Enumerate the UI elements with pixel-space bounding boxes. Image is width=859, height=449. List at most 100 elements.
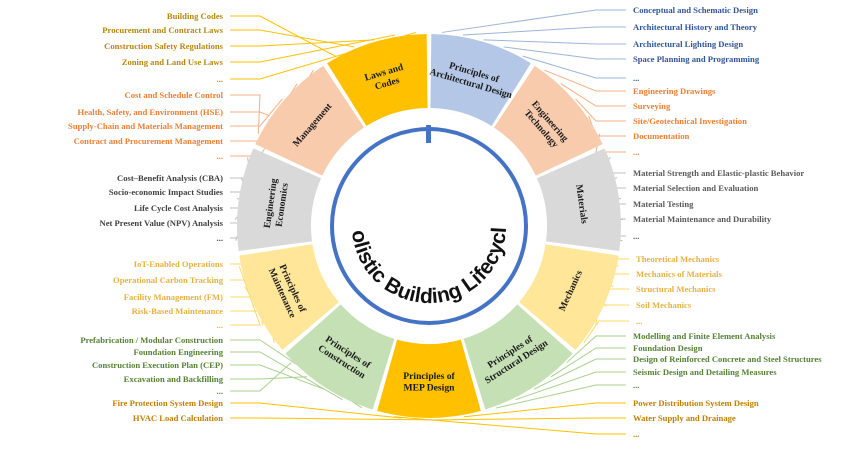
topic-structural-design-2: Design of Reinforced Concrete and Steel … (633, 354, 822, 364)
topic-laws-codes-4: ... (217, 74, 223, 84)
topic-engineering-technology-2: Site/Geotechnical Investigation (633, 116, 747, 126)
connector-construction-3 (230, 376, 307, 380)
connector-mep-design-1 (428, 417, 626, 421)
topic-engineering-economics-2: Life Cycle Cost Analysis (134, 203, 224, 213)
topic-management-4: ... (217, 151, 223, 161)
topic-engineering-economics-1: Socio-economic Impact Studies (109, 187, 224, 197)
segment-construction (285, 304, 395, 410)
topic-mechanics-2: Structural Mechanics (636, 284, 716, 294)
segment-architectural-design (430, 34, 531, 126)
topic-engineering-technology-1: Surveying (633, 101, 671, 111)
topic-architectural-design-4: ... (633, 73, 639, 83)
topic-mep-design-1: Water Supply and Drainage (633, 413, 736, 423)
connector-architectural-design-3 (503, 46, 626, 60)
connector-mep-design-0 (464, 402, 626, 418)
connector-laws-codes-0 (230, 15, 336, 57)
segment-maintenance (239, 244, 339, 350)
connector-construction-1 (230, 351, 343, 401)
topic-mep-left-1: HVAC Load Calculation (133, 413, 223, 423)
topic-engineering-technology-0: Engineering Drawings (633, 86, 716, 96)
topic-mep-design-2: ... (633, 429, 639, 439)
topic-materials-4: ... (633, 231, 639, 241)
connector-architectural-design-4 (522, 55, 626, 79)
topic-management-2: Supply-Chain and Materials Management (68, 121, 223, 131)
topic-mechanics-0: Theoretical Mechanics (636, 254, 720, 264)
connector-management-1 (230, 111, 270, 117)
connector-laws-codes-1 (230, 29, 355, 48)
topic-management-0: Cost and Schedule Control (125, 90, 224, 100)
topic-construction-4: ... (217, 386, 223, 396)
cycle-start-marker (426, 125, 431, 143)
topic-laws-codes-0: Building Codes (167, 11, 224, 21)
topic-architectural-design-1: Architectural History and Theory (633, 22, 758, 32)
topic-materials-0: Material Strength and Elastic-plastic Be… (633, 168, 804, 178)
topic-engineering-economics-4: ... (217, 233, 223, 243)
segment-mep-design (377, 339, 481, 418)
topic-construction-1: Foundation Engineering (133, 347, 223, 357)
topic-engineering-technology-4: ... (633, 147, 639, 157)
connector-structural-design-3 (515, 371, 626, 401)
connector-maintenance-4 (230, 266, 261, 326)
segment-mechanics (519, 244, 619, 350)
topic-structural-design-1: Foundation Design (633, 343, 703, 353)
connector-engineering-technology-0 (544, 69, 626, 92)
topic-laws-codes-3: Zoning and Land Use Laws (122, 57, 224, 67)
topic-mechanics-4: ... (636, 316, 642, 326)
topic-mechanics-1: Mechanics of Materials (636, 269, 723, 279)
segment-engineering-economics (236, 148, 322, 252)
topic-architectural-design-0: Conceptual and Schematic Design (633, 5, 758, 15)
connector-laws-codes-3 (230, 34, 396, 63)
connector-mep-left-1 (230, 417, 435, 421)
connector-laws-codes-2 (230, 39, 375, 47)
topic-mep-design-0: Power Distribution System Design (633, 398, 759, 408)
connector-structural-design-0 (566, 335, 626, 363)
topic-engineering-economics-0: Cost–Benefit Analysis (CBA) (117, 173, 223, 183)
topic-construction-2: Construction Execution Plan (CEP) (92, 360, 223, 370)
connector-architectural-design-1 (462, 26, 626, 36)
connector-architectural-design-0 (441, 9, 626, 33)
topic-materials-3: Material Maintenance and Durability (633, 214, 772, 224)
connector-engineering-technology-1 (560, 83, 626, 107)
topic-architectural-design-2: Architectural Lighting Design (633, 39, 743, 49)
connector-management-0 (230, 94, 261, 134)
topic-structural-design-4: ... (633, 380, 639, 390)
topic-construction-0: Prefabrication / Modular Construction (80, 335, 223, 345)
connector-engineering-technology-2 (575, 98, 626, 122)
segment-management (255, 65, 364, 176)
topic-maintenance-0: IoT-Enabled Operations (134, 259, 224, 269)
topic-architectural-design-3: Space Planning and Programming (633, 54, 760, 64)
connector-mep-design-2 (393, 416, 626, 435)
topic-structural-design-0: Modelling and Finite Element Analysis (633, 331, 776, 341)
segment-materials (536, 148, 621, 252)
topic-management-1: Health, Safety, and Environment (HSE) (78, 107, 224, 117)
topic-management-3: Contract and Procurement Management (74, 136, 223, 146)
connector-architectural-design-2 (483, 39, 626, 45)
topic-materials-2: Material Testing (633, 199, 694, 209)
topic-construction-3: Excavation and Backfilling (124, 374, 224, 384)
topic-engineering-technology-3: Documentation (633, 131, 690, 141)
connector-management-2 (230, 98, 283, 127)
topic-engineering-economics-3: Net Present Value (NPV) Analysis (100, 218, 224, 228)
topic-mep-left-0: Fire Protection System Design (112, 398, 223, 408)
topic-maintenance-1: Operational Carbon Tracking (113, 275, 224, 285)
outer-ring: Principles ofArchitectural DesignEnginee… (236, 34, 621, 418)
topic-maintenance-3: Risk-Based Maintenance (132, 306, 224, 316)
topic-materials-1: Material Selection and Evaluation (633, 183, 759, 193)
topic-laws-codes-1: Procurement and Contract Laws (102, 25, 223, 35)
topic-structural-design-3: Seismic Design and Detailing Measures (633, 367, 777, 377)
topic-labels: Conceptual and Schematic DesignArchitect… (68, 5, 822, 439)
connector-structural-design-4 (495, 384, 626, 409)
topic-maintenance-4: ... (217, 320, 223, 330)
connector-construction-2 (230, 364, 325, 390)
segment-laws-codes (327, 34, 428, 126)
connector-structural-design-2 (533, 358, 626, 390)
segment-structural-design (463, 304, 573, 410)
topic-mechanics-3: Soil Mechanics (636, 300, 692, 310)
segment-engineering-technology (494, 65, 603, 176)
topic-laws-codes-2: Construction Safety Regulations (104, 41, 224, 51)
topic-maintenance-2: Facility Management (FM) (124, 292, 223, 302)
